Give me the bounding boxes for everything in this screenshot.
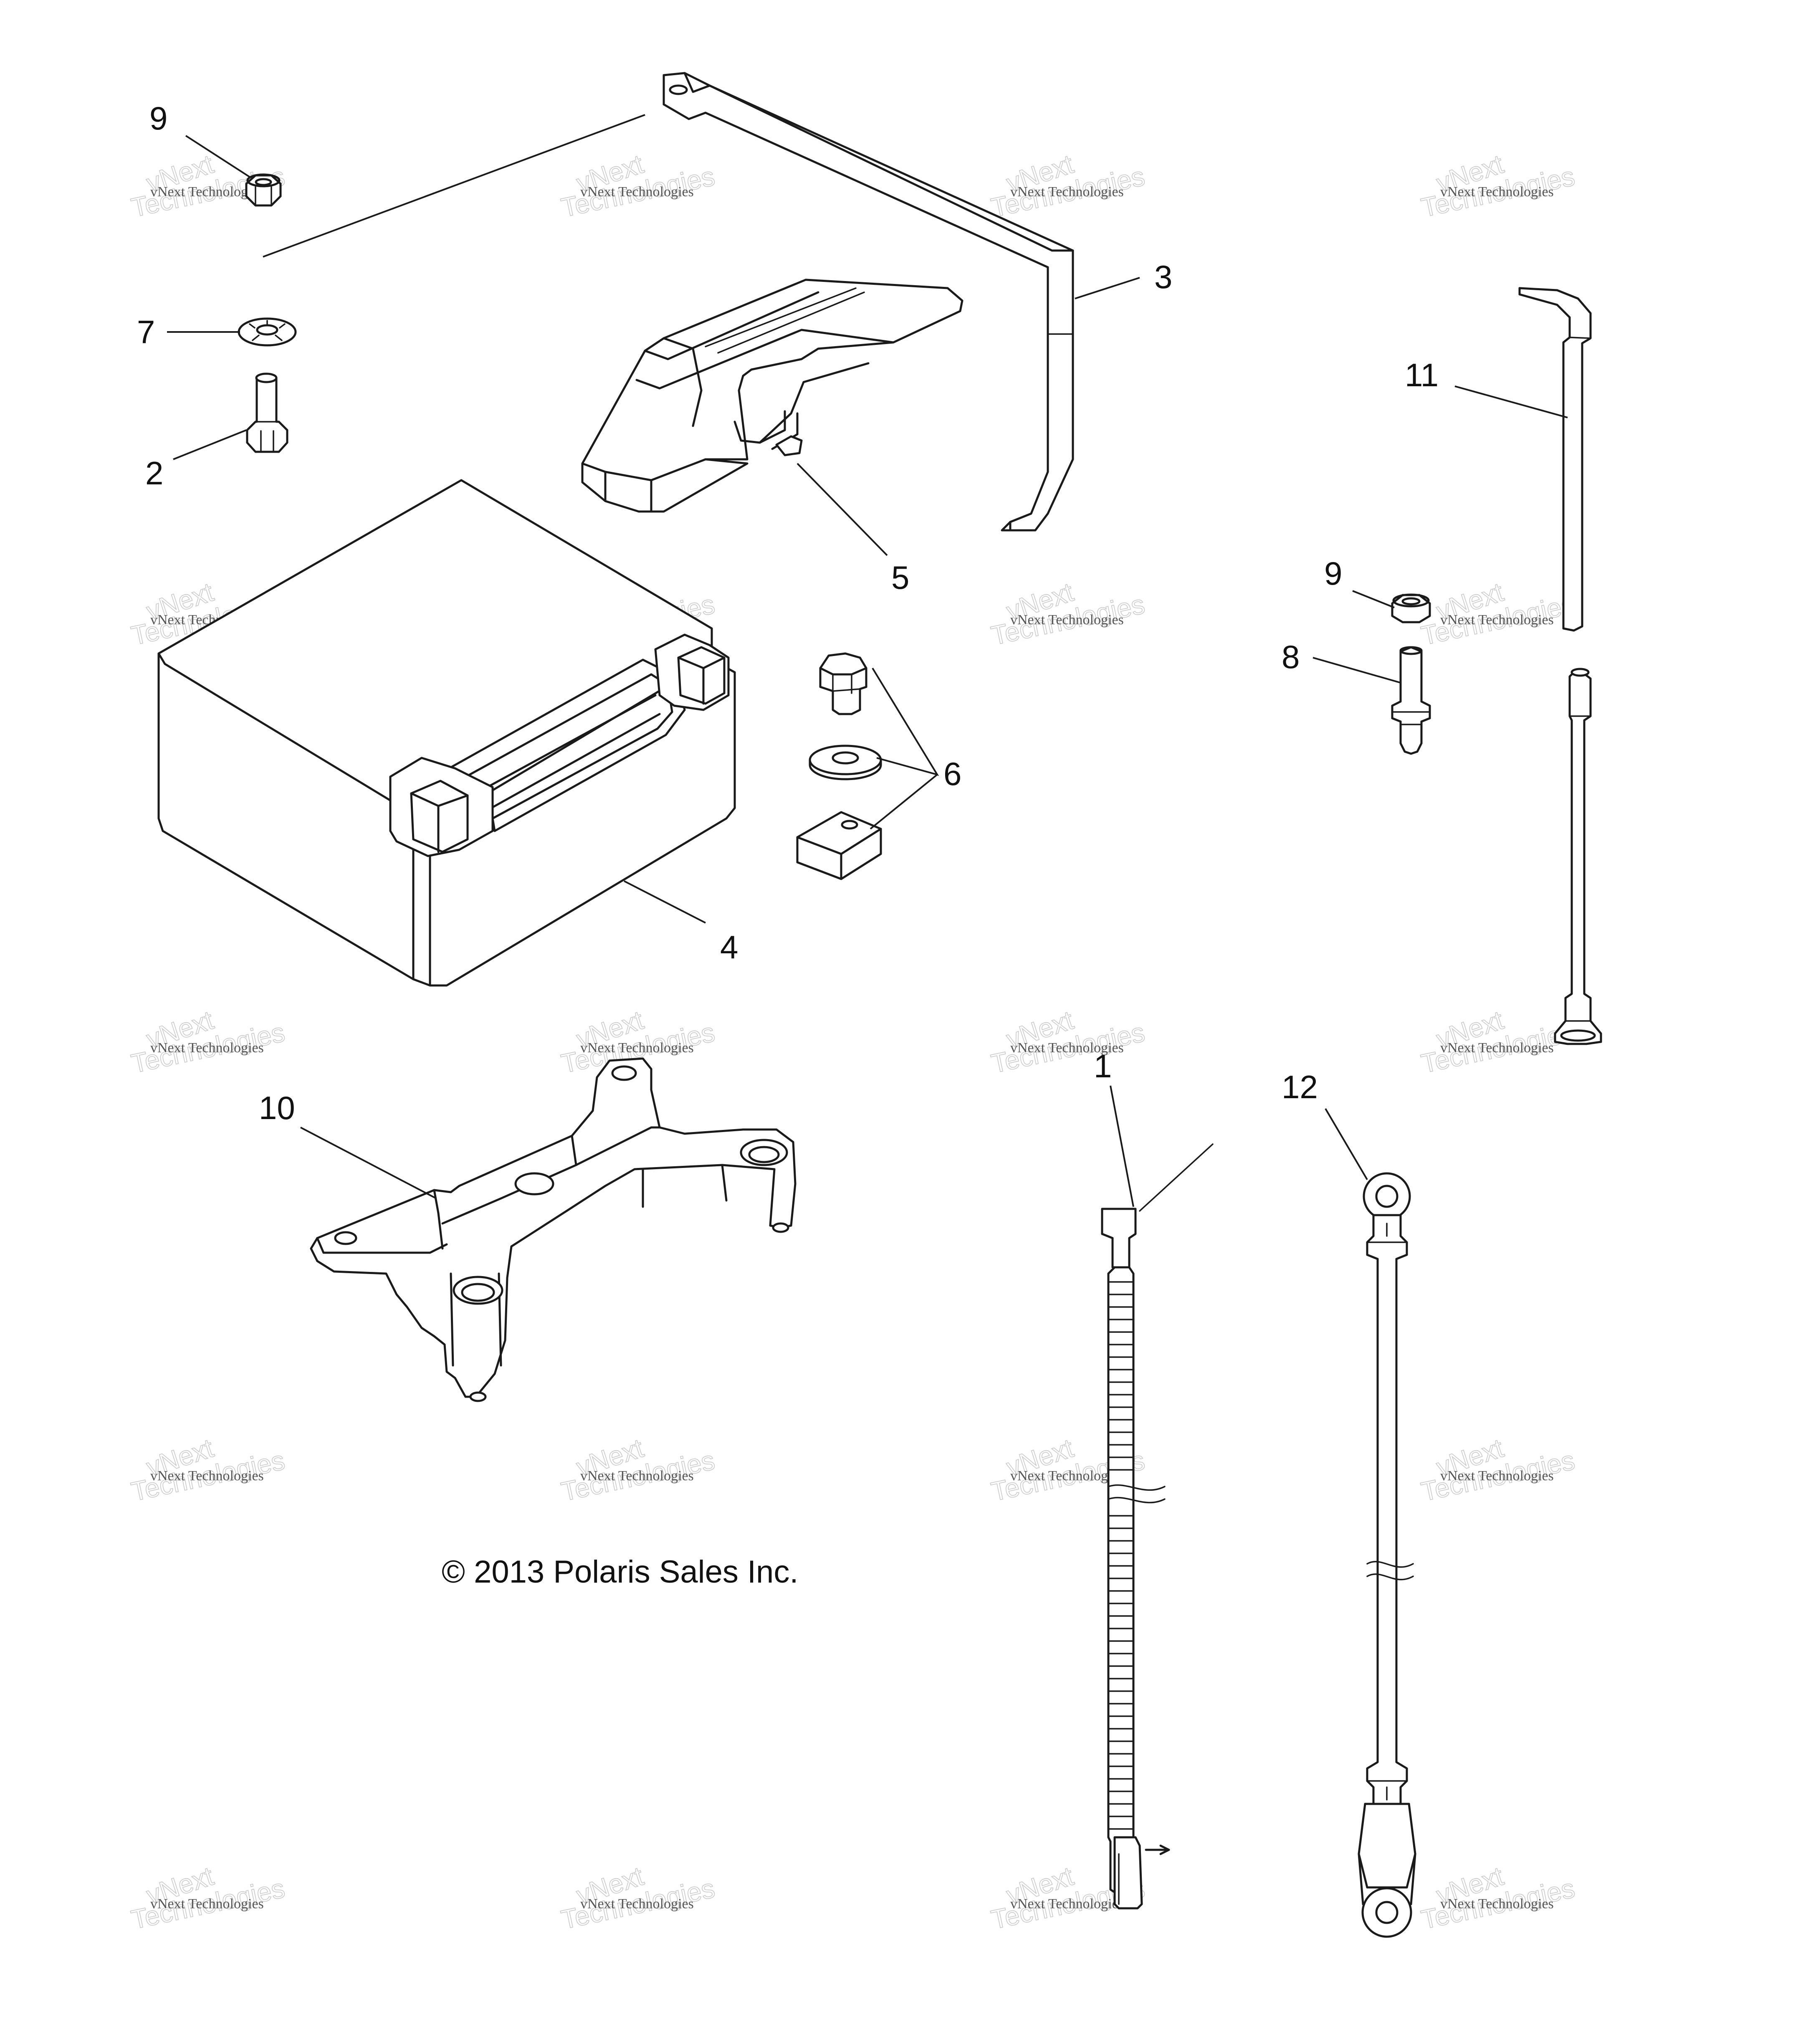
watermark: vNext Technologies vNext Technologies: [128, 1432, 288, 1507]
callout-labels: 9 7 2 3 5 6 4 10 11 9 8 1 12: [137, 100, 1439, 1126]
watermarks: vNext Technologies vNext Technologies vN…: [128, 148, 1578, 1935]
part-10-battery-mount: [310, 1057, 797, 1402]
callout-3: 3: [1154, 258, 1172, 295]
svg-text:vNext Technologies: vNext Technologies: [1440, 1040, 1554, 1056]
svg-text:vNext Technologies: vNext Technologies: [580, 1896, 694, 1912]
watermark: vNext Technologies vNext Technologies: [558, 148, 718, 223]
part-4-battery: [157, 479, 736, 987]
watermark: vNext Technologies vNext Technologies: [128, 1004, 288, 1079]
watermark: vNext Technologies vNext Technologies: [1418, 1860, 1578, 1935]
part-5-battery-pad: [581, 279, 964, 513]
svg-text:vNext Technologies: vNext Technologies: [1440, 1896, 1554, 1912]
part-2-bolt: [246, 372, 288, 453]
svg-text:vNext Technologies: vNext Technologies: [580, 1468, 694, 1484]
watermark: vNext Technologies vNext Technologies: [558, 1860, 718, 1935]
svg-text:vNext Technologies: vNext Technologies: [1010, 612, 1124, 628]
callout-9-right: 9: [1324, 555, 1342, 592]
watermark: vNext Technologies vNext Technologies: [988, 1004, 1148, 1079]
part-8-stud: [1391, 646, 1431, 755]
watermark: vNext Technologies vNext Technologies: [988, 576, 1148, 651]
callout-5: 5: [891, 559, 909, 596]
watermark: vNext Technologies vNext Technologies: [1418, 576, 1578, 651]
strap-reference-line: [263, 114, 645, 258]
watermark: vNext Technologies vNext Technologies: [1418, 1432, 1578, 1507]
cable-end-wire: [1139, 1143, 1214, 1212]
svg-text:vNext Technologies: vNext Technologies: [150, 1040, 264, 1056]
part-3-hold-down-strap: [663, 72, 1074, 532]
part-11-vent-tube: [1518, 287, 1602, 1045]
svg-text:vNext Technologies: vNext Technologies: [1010, 1468, 1124, 1484]
svg-text:vNext Technologies: vNext Technologies: [580, 184, 694, 200]
part-9-flange-nut-right: [1391, 593, 1431, 623]
svg-text:vNext Technologies: vNext Technologies: [1440, 1468, 1554, 1484]
callout-2: 2: [145, 455, 163, 491]
svg-text:vNext Technologies: vNext Technologies: [1010, 1040, 1124, 1056]
svg-text:vNext Technologies: vNext Technologies: [580, 1040, 694, 1056]
svg-text:vNext Technologies: vNext Technologies: [1440, 184, 1554, 200]
part-9-flange-nut: [245, 173, 282, 207]
callout-12: 12: [1282, 1069, 1318, 1105]
svg-text:vNext Technologies: vNext Technologies: [150, 1468, 264, 1484]
part-12-ground-cable: [1358, 1172, 1416, 1938]
svg-text:vNext Technologies: vNext Technologies: [1010, 1896, 1124, 1912]
watermark: vNext Technologies vNext Technologies: [988, 148, 1148, 223]
copyright-notice: © 2013 Polaris Sales Inc.: [442, 1554, 798, 1590]
callout-7: 7: [137, 314, 155, 350]
watermark: vNext Technologies vNext Technologies: [128, 1860, 288, 1935]
cable-ribs: [1108, 1281, 1134, 1830]
svg-text:vNext Technologies: vNext Technologies: [150, 184, 264, 200]
callout-6: 6: [943, 755, 961, 792]
callout-9: 9: [149, 100, 167, 137]
watermark: vNext Technologies vNext Technologies: [558, 1432, 718, 1507]
part-7-lock-washer: [238, 317, 297, 347]
callout-8: 8: [1282, 638, 1300, 675]
callout-4: 4: [720, 929, 738, 965]
svg-text:vNext Technologies: vNext Technologies: [150, 1896, 264, 1912]
callout-10: 10: [259, 1089, 295, 1126]
watermark: vNext Technologies vNext Technologies: [1418, 148, 1578, 223]
callout-1: 1: [1094, 1048, 1112, 1084]
watermark: vNext Technologies vNext Technologies: [1418, 1004, 1578, 1079]
svg-text:vNext Technologies: vNext Technologies: [1010, 184, 1124, 200]
svg-text:vNext Technologies: vNext Technologies: [1440, 612, 1554, 628]
part-1-positive-cable: [1101, 1143, 1214, 1910]
callout-11: 11: [1405, 357, 1439, 393]
callout-leaders: [167, 135, 1568, 1207]
part-6-terminal-hardware: [796, 652, 882, 880]
